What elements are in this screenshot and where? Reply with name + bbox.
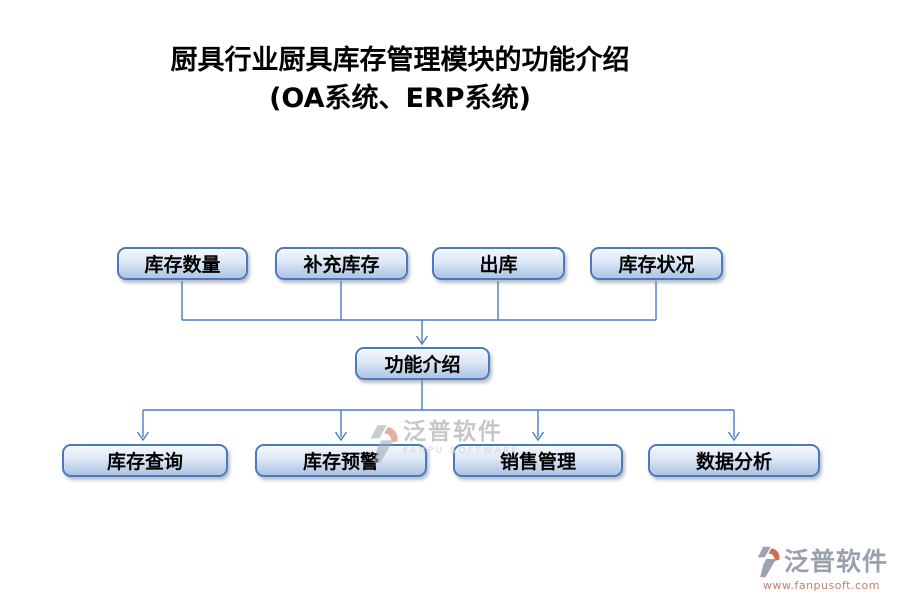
node-sales-management: 销售管理 [453,444,623,477]
node-data-analysis: 数据分析 [648,444,820,477]
node-label: 库存状况 [618,254,695,276]
page-title: 厨具行业厨具库存管理模块的功能介绍 (OA系统、ERP系统) [0,42,800,118]
node-inventory-query: 库存查询 [62,444,228,477]
node-label: 库存预警 [302,451,379,473]
node-label: 数据分析 [695,451,772,473]
node-label: 销售管理 [499,451,576,473]
node-inventory-status: 库存状况 [590,247,723,280]
node-label: 出库 [479,254,518,276]
footer-logo-url: www.fanpusoft.com [763,579,880,592]
title-line-2: (OA系统、ERP系统) [269,83,531,114]
fanpu-logo-icon [757,546,780,578]
node-label: 功能介绍 [384,354,461,376]
footer-logo-name: 泛普软件 [783,547,888,576]
title-line-1: 厨具行业厨具库存管理模块的功能介绍 [170,45,630,76]
node-inventory-alert: 库存预警 [255,444,427,477]
footer-logo: 泛普软件 www.fanpusoft.com [755,546,888,592]
node-label: 补充库存 [303,254,380,276]
node-inventory-quantity: 库存数量 [117,247,248,280]
node-label: 库存数量 [144,254,221,276]
node-outbound: 出库 [432,247,565,280]
node-function-intro: 功能介绍 [355,347,490,380]
node-label: 库存查询 [106,451,183,473]
node-replenish-stock: 补充库存 [275,247,408,280]
